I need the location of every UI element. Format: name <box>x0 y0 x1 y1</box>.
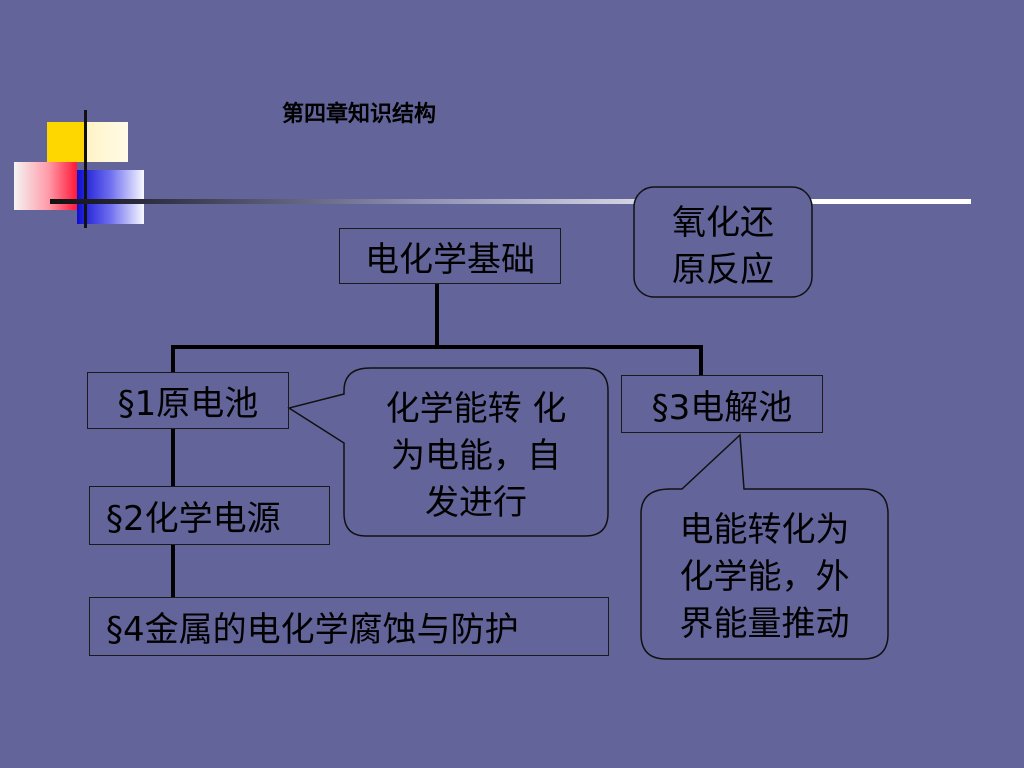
callout-electrolytic-line-2: 化学能，外 <box>679 557 850 597</box>
callout-galvanic-line-3: 发进行 <box>425 483 527 523</box>
decor-horizontal-rule <box>50 199 971 204</box>
connector-root-down <box>435 283 439 349</box>
redox-label: 氧化还 原反应 <box>634 200 812 294</box>
callout-electrolytic-text: 电能转化为 化学能，外 界能量推动 <box>641 507 888 648</box>
connector-to-s3 <box>699 345 703 375</box>
node-s3: §3电解池 <box>621 375 823 433</box>
redox-rounded-box <box>633 186 813 298</box>
node-root: 电化学基础 <box>339 228 561 284</box>
callout-galvanic-text: 化学能转 化 为电能，自 发进行 <box>344 386 608 527</box>
node-s1-label: §1原电池 <box>117 384 259 424</box>
decor-blue-square <box>77 170 144 224</box>
callout-electrolytic-line-1: 电能转化为 <box>679 510 850 550</box>
callout-electrolytic-line-3: 界能量推动 <box>679 604 850 644</box>
redox-line-2: 原反应 <box>672 250 774 290</box>
decor-vertical-line <box>84 110 87 228</box>
callout-galvanic-line-1: 化学能转 化 <box>385 389 567 429</box>
callout-galvanic-line-2: 为电能，自 <box>391 436 561 476</box>
node-s4: §4金属的电化学腐蚀与防护 <box>89 597 609 656</box>
decor-yellow-fade-square <box>85 122 128 162</box>
node-root-label: 电化学基础 <box>365 239 535 280</box>
callout-electrolytic-shape <box>640 433 889 660</box>
decor-yellow-square <box>47 122 85 162</box>
node-s4-label: §4金属的电化学腐蚀与防护 <box>106 610 519 650</box>
connector-to-s1 <box>171 345 175 372</box>
redox-line-1: 氧化还 <box>672 203 774 243</box>
node-s2: §2化学电源 <box>89 486 330 545</box>
node-s3-label: §3电解池 <box>651 387 793 428</box>
connector-horizontal-bar <box>171 345 703 349</box>
node-s1: §1原电池 <box>87 372 289 429</box>
callout-galvanic-shape <box>287 367 609 537</box>
node-s2-label: §2化学电源 <box>106 499 281 539</box>
connector-s1-s2 <box>171 428 175 486</box>
page-title: 第四章知识结构 <box>282 101 437 127</box>
connector-s2-s4 <box>171 545 175 597</box>
